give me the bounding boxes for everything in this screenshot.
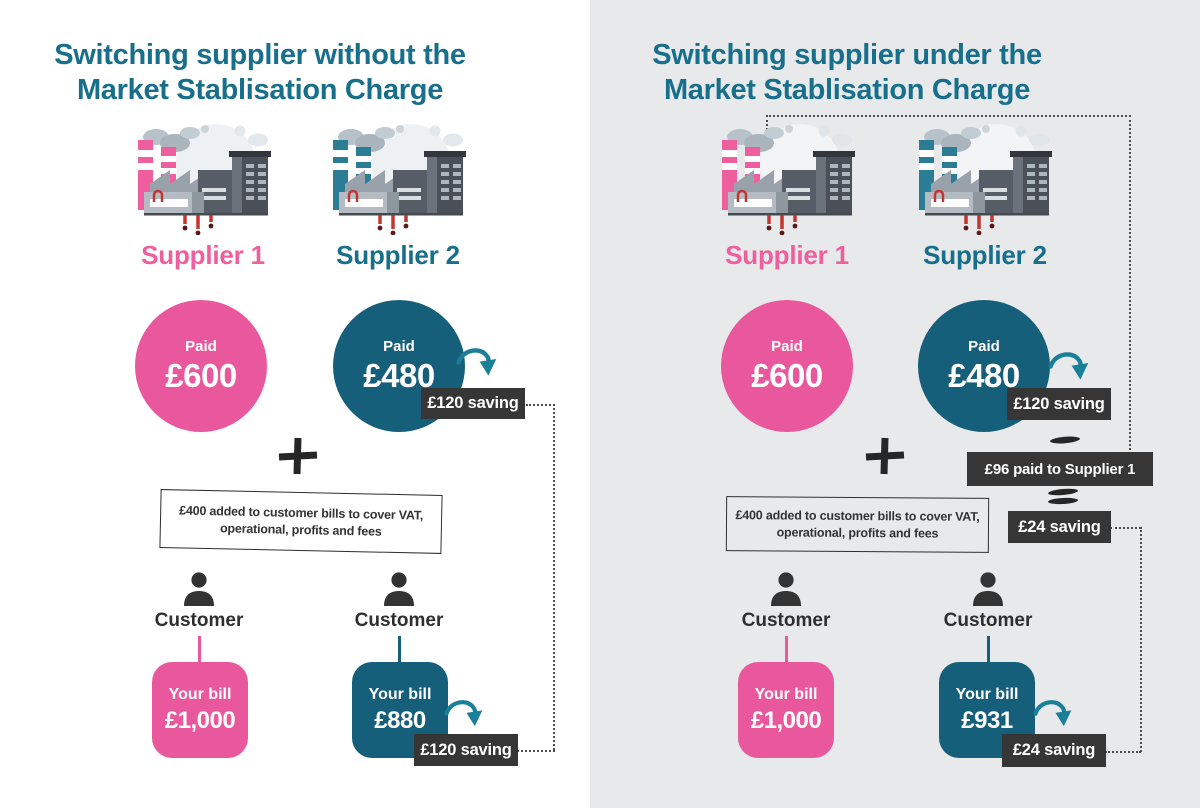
paid-label: Paid: [771, 337, 803, 355]
paid-label: Paid: [968, 337, 1000, 355]
supplier2-bill-card: Your bill £880: [352, 662, 448, 758]
customer-label: Customer: [354, 610, 444, 631]
dotted-connector: [526, 404, 555, 406]
deduction-badge: £96 paid to Supplier 1: [967, 452, 1153, 486]
customer-label: Customer: [154, 610, 244, 631]
paid-value: £480: [363, 356, 435, 394]
bill-value: £1,000: [750, 706, 822, 734]
connector-line: [198, 636, 201, 663]
connector-line: [987, 636, 990, 663]
customer-label: Customer: [943, 610, 1033, 631]
title-line-2: Market Stablisation Charge: [663, 74, 1031, 107]
note-line-1: £400 added to customer bills to cover VA…: [735, 508, 980, 525]
supplier1-bill-card: Your bill £1,000: [738, 662, 834, 758]
net-saving-badge: £24 saving: [1008, 511, 1111, 543]
customer-icon: [381, 572, 417, 606]
supplier2-label: Supplier 2: [336, 240, 460, 270]
customer-label: Customer: [741, 610, 831, 631]
customer-icon: [970, 572, 1006, 606]
note-line-2: operational, profits and fees: [776, 524, 939, 541]
bill-label: Your bill: [168, 685, 232, 703]
paid-label: Paid: [383, 337, 415, 355]
note-line-2: operational, profits and fees: [219, 520, 382, 539]
plus-icon: [863, 436, 907, 476]
curved-arrow-icon: [1048, 348, 1090, 392]
left-panel-title: Switching supplier without the Market St…: [10, 38, 510, 109]
paid-value: £480: [948, 356, 1020, 394]
note-box: £400 added to customer bills to cover VA…: [159, 489, 443, 554]
bill-value: £880: [374, 706, 426, 734]
paid-value: £600: [751, 356, 823, 394]
supplier1-label: Supplier 1: [725, 240, 849, 270]
supplier1-paid-circle: Paid £600: [721, 300, 853, 432]
curved-arrow-icon: [1033, 696, 1073, 738]
dotted-connector: [1105, 751, 1141, 753]
customer-icon: [768, 572, 804, 606]
right-panel-title: Switching supplier under the Market Stab…: [597, 38, 1097, 109]
connector-line: [398, 636, 401, 663]
factory-supplier2-icon: [323, 120, 473, 235]
dotted-connector: [1140, 527, 1142, 752]
dotted-connector: [1129, 115, 1131, 454]
dotted-connector: [766, 115, 1131, 117]
title-line-1: Switching supplier without the: [54, 39, 466, 71]
minus-icon: [1048, 434, 1082, 446]
note-box: £400 added to customer bills to cover VA…: [725, 496, 990, 553]
bill-label: Your bill: [368, 685, 432, 703]
customer-icon: [181, 572, 217, 606]
paid-value: £600: [165, 356, 237, 394]
factory-supplier2-icon: [909, 120, 1059, 235]
dotted-connector: [517, 750, 555, 752]
connector-line: [785, 636, 788, 663]
dotted-connector: [766, 115, 768, 134]
factory-supplier1-icon: [128, 120, 278, 235]
curved-arrow-icon: [456, 344, 498, 388]
bill-value: £1,000: [164, 706, 236, 734]
factory-supplier1-icon: [712, 120, 862, 235]
supplier1-label: Supplier 1: [141, 240, 265, 270]
title-line-1: Switching supplier under the: [652, 39, 1042, 71]
plus-icon: [276, 436, 320, 476]
bill-value: £931: [961, 706, 1013, 734]
bill-label: Your bill: [754, 685, 818, 703]
paid-saving-badge: £120 saving: [421, 388, 525, 419]
curved-arrow-icon: [444, 696, 484, 738]
dotted-connector: [1110, 527, 1141, 529]
paid-saving-badge: £120 saving: [1007, 388, 1111, 420]
supplier2-label: Supplier 2: [923, 240, 1047, 270]
bill-saving-badge: £24 saving: [1002, 734, 1106, 767]
supplier1-bill-card: Your bill £1,000: [152, 662, 248, 758]
dotted-connector: [553, 404, 555, 750]
bill-saving-badge: £120 saving: [414, 734, 518, 766]
supplier1-paid-circle: Paid £600: [135, 300, 267, 432]
bill-label: Your bill: [955, 685, 1019, 703]
equals-icon: [1046, 487, 1080, 506]
title-line-2: Market Stablisation Charge: [76, 74, 444, 107]
paid-label: Paid: [185, 337, 217, 355]
